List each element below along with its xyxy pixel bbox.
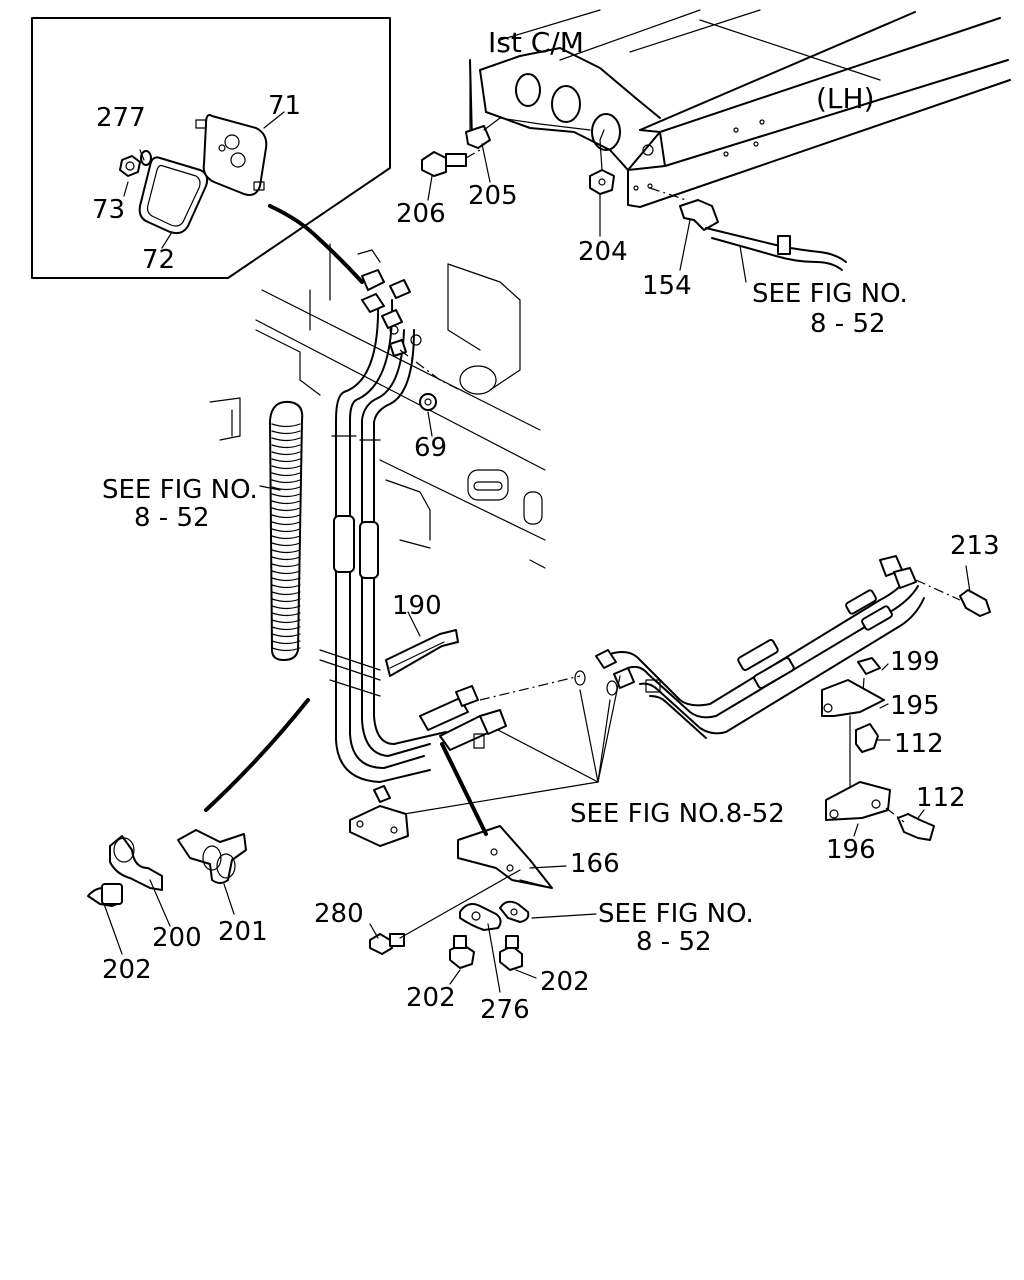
hose-ring — [271, 472, 301, 477]
part-label-202-center: 202 — [406, 983, 456, 1013]
hose-ring — [271, 598, 301, 603]
hose-ring — [271, 451, 301, 456]
hose-ring — [271, 605, 301, 610]
hose-ring — [271, 612, 301, 617]
part-166-bracket — [457, 825, 553, 889]
part-190-bracket — [385, 629, 459, 677]
see-fig-ref-2: 8 - 52 — [134, 503, 210, 533]
hose-ring — [271, 514, 301, 519]
part-label-199: 199 — [890, 647, 940, 677]
hose-ring — [271, 458, 301, 463]
hose-ring — [271, 430, 301, 435]
hose-ring — [271, 591, 301, 596]
part-label-213: 213 — [950, 531, 1000, 561]
part-label-280: 280 — [314, 899, 364, 929]
hose-ring — [271, 542, 301, 547]
hose-ring — [271, 577, 301, 582]
see-fig-label-3: SEE FIG NO. — [598, 899, 754, 929]
part-label-73: 73 — [92, 195, 125, 225]
hose-ring — [271, 493, 301, 498]
hose-ring — [271, 563, 301, 568]
part-label-202-left: 202 — [102, 955, 152, 985]
part-label-71: 71 — [268, 91, 301, 121]
hose-ring — [271, 584, 301, 589]
inset-box — [31, 17, 391, 284]
part-label-190: 190 — [392, 591, 442, 621]
hose-ring — [271, 633, 301, 638]
part-label-276: 276 — [480, 995, 530, 1025]
bolts-202-280-bottom — [369, 869, 523, 971]
hose-ring — [271, 521, 301, 526]
hose-ring — [271, 486, 301, 491]
leader-lines — [103, 111, 971, 993]
hose-ring — [271, 535, 301, 540]
part-label-69: 69 — [414, 433, 447, 463]
right-pipe-assembly — [595, 555, 991, 739]
hose-ring — [271, 640, 301, 645]
body-panel — [209, 243, 546, 569]
part-label-112-lower: 112 — [916, 783, 966, 813]
clips-276 — [459, 900, 530, 931]
mount-bracket-bottom — [349, 785, 409, 847]
part-label-277: 277 — [96, 103, 146, 133]
hose-ring — [271, 619, 301, 624]
hose-ring — [271, 507, 301, 512]
clamp-assembly-right — [821, 657, 935, 841]
see-fig-label-2: SEE FIG NO. — [102, 475, 258, 505]
vertical-pipes — [319, 249, 507, 783]
part-label-206: 206 — [396, 199, 446, 229]
part-154-bracket — [649, 187, 847, 271]
part-label-195: 195 — [890, 691, 940, 721]
hose-ring — [271, 647, 301, 652]
hose-ring — [271, 437, 301, 442]
hose-ring — [271, 556, 301, 561]
see-fig-label-1: SEE FIG NO. — [752, 279, 908, 309]
frame-rail — [469, 9, 1011, 208]
part-label-200: 200 — [152, 923, 202, 953]
hose-ring — [271, 570, 301, 575]
hose-ring — [271, 465, 301, 470]
hose-ring — [271, 479, 301, 484]
corrugated-hose — [269, 400, 304, 661]
see-fig-ref-1: 8 - 52 — [810, 309, 886, 339]
part-206-205-bolt-clip — [421, 59, 591, 177]
hose-ring — [271, 444, 301, 449]
see-fig-ref-3: 8 - 52 — [636, 927, 712, 957]
station-label: Ist C/M — [488, 26, 584, 59]
part-label-154: 154 — [642, 271, 692, 301]
see-fig-inline-label: SEE FIG NO.8-52 — [570, 799, 785, 829]
hose-ring — [271, 549, 301, 554]
clamps-bottom-left — [87, 698, 310, 907]
part-label-204: 204 — [578, 237, 628, 267]
part-label-196: 196 — [826, 835, 876, 865]
part-label-201: 201 — [218, 917, 268, 947]
part-label-166: 166 — [570, 849, 620, 879]
part-69-washer — [419, 393, 437, 437]
part-label-202-right: 202 — [540, 967, 590, 997]
part-label-72: 72 — [142, 245, 175, 275]
part-label-205: 205 — [468, 181, 518, 211]
hose-ring — [271, 423, 301, 428]
hose-ring — [271, 500, 301, 505]
part-204-nut — [589, 129, 615, 195]
side-label: (LH) — [816, 82, 875, 115]
part-label-112-upper: 112 — [894, 729, 944, 759]
hose-ring — [271, 528, 301, 533]
hose-ring — [271, 626, 301, 631]
text-labels: Ist C/M (LH) 277 71 73 72 206 205 204 15… — [92, 26, 1000, 1025]
